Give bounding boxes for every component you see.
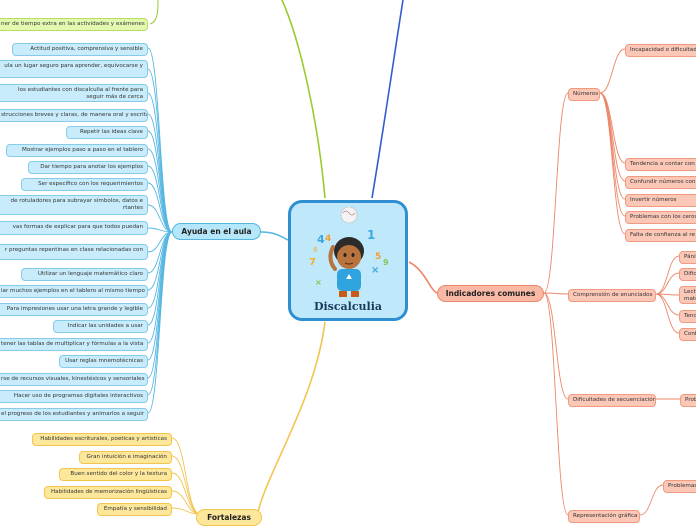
- indicador-item[interactable]: Problemas con los ceros: [625, 211, 696, 224]
- fortaleza-item[interactable]: Habilidades de memorización lingüísticas: [44, 486, 172, 499]
- ayuda-item[interactable]: Dar tiempo para anotar los ejemplos: [27, 161, 148, 174]
- indicador-category[interactable]: Números: [568, 88, 600, 101]
- indicador-item[interactable]: Dific: [679, 268, 696, 281]
- indicador-category[interactable]: Dificultades de secuenciación: [568, 394, 656, 407]
- ayuda-item[interactable]: Indicar las unidades a usar: [52, 320, 148, 333]
- svg-text:1: 1: [367, 228, 375, 242]
- ayuda-item[interactable]: Mostrar ejemplos paso a paso en el table…: [5, 144, 148, 157]
- fortaleza-item[interactable]: Gran intuición e imaginación: [79, 451, 172, 464]
- ayuda-item[interactable]: el progreso de los estudiantes y animarl…: [0, 408, 148, 421]
- central-title: Discalculia: [313, 300, 383, 313]
- ayuda-item[interactable]: iar muchos ejemplos en el tablero al mis…: [0, 285, 148, 298]
- indicador-category[interactable]: Comprensión de enunciados: [568, 289, 656, 302]
- ayuda-item[interactable]: Ser específico con los requerimientos: [21, 178, 148, 191]
- ayuda-item[interactable]: Actitud positiva, comprensiva y sensible: [12, 43, 148, 56]
- child-thinking-with-numbers-icon: 4 4 1 7 5 9 × × 8: [309, 207, 389, 297]
- indicador-item[interactable]: Falta de confianza al re: [625, 229, 696, 242]
- ayuda-item[interactable]: Usar reglas mnemotécnicas: [59, 355, 148, 368]
- ayuda-item[interactable]: Para impresiones usar una letra grande y…: [0, 303, 148, 316]
- indicador-item[interactable]: Tendencia a contar con: [625, 158, 696, 171]
- ayuda-item[interactable]: rse de recursos visuales, kinestésicos y…: [0, 373, 148, 386]
- svg-text:×: ×: [315, 278, 322, 287]
- indicador-item[interactable]: Confundir números con: [625, 176, 696, 189]
- svg-text:4: 4: [325, 234, 331, 244]
- indicador-category[interactable]: Representación gráfica: [568, 510, 640, 523]
- indicador-item[interactable]: Tend: [679, 310, 696, 323]
- fortaleza-item[interactable]: Habilidades escriturales, poeticas y art…: [32, 433, 172, 446]
- ayuda-item[interactable]: de rotuladores para subrayar símbolos, d…: [0, 195, 148, 215]
- indicador-item[interactable]: Conf: [679, 328, 696, 341]
- fortaleza-item[interactable]: Buen sentido del color y la textura: [58, 468, 172, 481]
- indicador-item[interactable]: Incapacidad o dificultad: [625, 44, 696, 57]
- svg-text:5: 5: [375, 252, 381, 262]
- ayuda-item[interactable]: strucciones breves y claras, de manera o…: [0, 109, 148, 122]
- indicador-item[interactable]: Invertir números: [625, 194, 696, 207]
- ayuda-item[interactable]: Repetir las ideas clave: [65, 126, 148, 139]
- ayuda-item[interactable]: Hacer uso de programas digitales interac…: [0, 390, 148, 403]
- central-topic[interactable]: 4 4 1 7 5 9 × × 8 Discalculia: [288, 200, 408, 321]
- branch-ayuda-en-el-aula[interactable]: Ayuda en el aula: [172, 223, 261, 240]
- ayuda-item[interactable]: los estudiantes con discalculia al frent…: [0, 84, 148, 102]
- branch-indicadores-comunes[interactable]: Indicadores comunes: [437, 285, 544, 302]
- ayuda-item[interactable]: ula un lugar seguro para aprender, equiv…: [0, 60, 148, 78]
- ayuda-item[interactable]: Utilizar un lenguaje matemático claro: [21, 268, 148, 281]
- ayuda-item[interactable]: vas formas de explicar para que todos pu…: [0, 221, 148, 235]
- svg-text:9: 9: [383, 258, 389, 267]
- indicador-item[interactable]: Lectu mate: [679, 286, 696, 304]
- svg-text:×: ×: [371, 265, 379, 276]
- ayuda-item[interactable]: tener las tablas de multiplicar y fórmul…: [0, 338, 148, 351]
- indicador-item[interactable]: Pánic: [679, 251, 696, 264]
- svg-text:4: 4: [317, 233, 325, 246]
- indicador-item[interactable]: Prob: [680, 394, 696, 407]
- indicador-item[interactable]: Problemas: [663, 480, 696, 493]
- svg-text:8: 8: [313, 246, 317, 254]
- fortaleza-item[interactable]: Empatía y sensibilidad: [97, 503, 172, 516]
- svg-text:7: 7: [309, 257, 316, 268]
- branch-fortalezas[interactable]: Fortalezas: [196, 509, 262, 526]
- top-branch-item[interactable]: ner de tiempo extra en las actividades y…: [0, 18, 148, 31]
- ayuda-item[interactable]: r preguntas repentinas en clase relacion…: [0, 244, 148, 260]
